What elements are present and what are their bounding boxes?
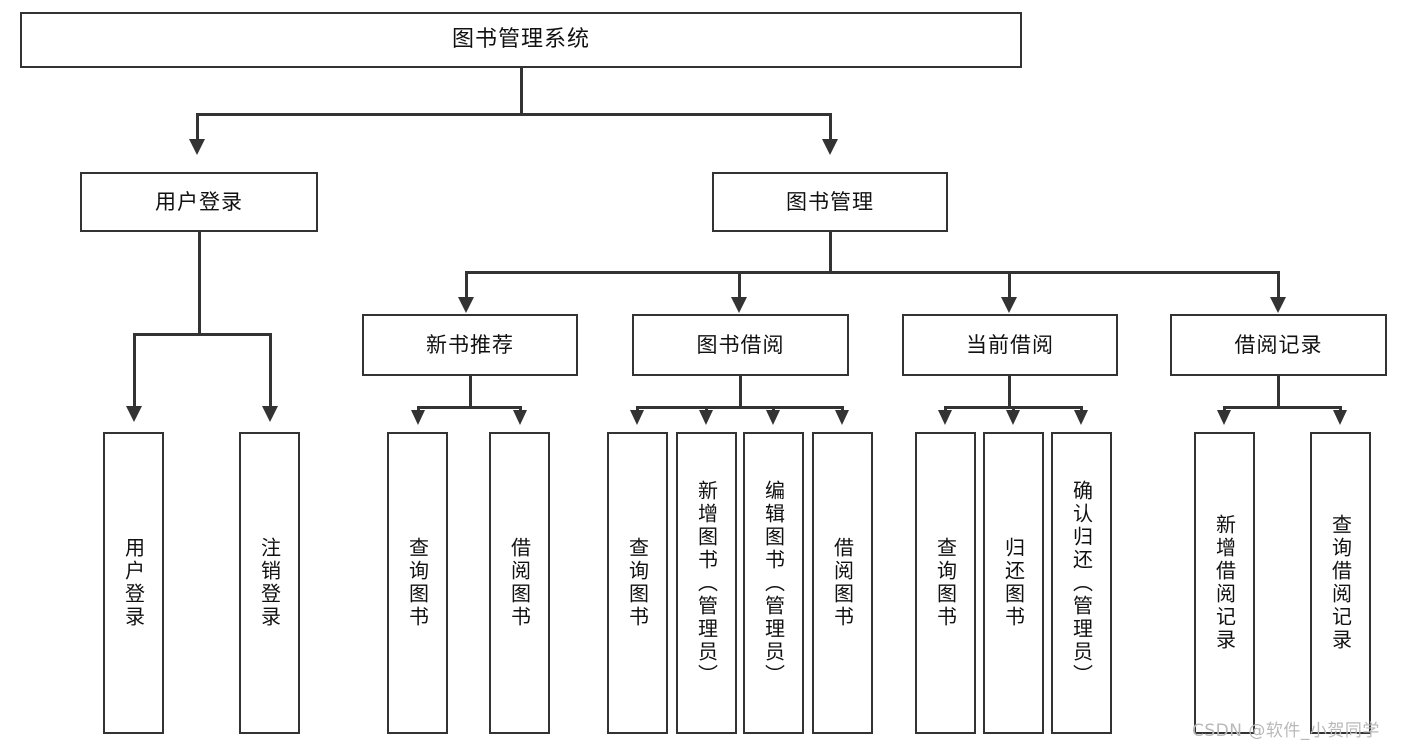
- leaf-borrow-book-1[interactable]: 借阅图书: [489, 432, 550, 734]
- leaf-user-login[interactable]: 用户登录: [103, 432, 164, 734]
- arrow-to-user-login: [189, 139, 205, 155]
- arrow-to-book-borrow: [731, 297, 747, 313]
- node-label: 用户登录: [155, 189, 243, 214]
- leaf-query-book-2[interactable]: 查询图书: [607, 432, 668, 734]
- connector-to-new-book-recommend: [465, 271, 468, 299]
- node-label: 当前借阅: [966, 332, 1054, 357]
- watermark-text: CSDN @软件_小贺同学: [1192, 721, 1380, 741]
- connector-book-borrow-bar: [636, 406, 844, 409]
- leaf-label: 用户登录: [121, 537, 146, 629]
- arrow-to-current-borrow: [1001, 297, 1017, 313]
- node-user-login[interactable]: 用户登录: [80, 172, 318, 232]
- arrow-to-book-manage: [822, 139, 838, 155]
- leaf-label: 查询图书: [405, 537, 430, 629]
- connector-to-book-manage: [829, 113, 832, 141]
- connector-new-book-bar: [417, 406, 521, 409]
- connector-to-borrow-record: [1277, 271, 1280, 299]
- leaf-logout-login[interactable]: 注销登录: [239, 432, 300, 734]
- csdn-watermark: CSDN @软件_小贺同学: [1192, 716, 1380, 741]
- leaf-label: 注销登录: [257, 537, 282, 629]
- leaf-add-record[interactable]: 新增借阅记录: [1194, 432, 1255, 734]
- leaf-query-book-1[interactable]: 查询图书: [387, 432, 448, 734]
- leaf-confirm-return[interactable]: 确认归还（管理员）: [1051, 432, 1112, 734]
- connector-current-borrow-stem: [1008, 376, 1011, 408]
- leaf-label: 确认归还（管理员）: [1069, 479, 1094, 687]
- leaf-label: 编辑图书（管理员）: [761, 479, 786, 687]
- leaf-label: 借阅图书: [830, 537, 855, 629]
- connector-root-stem: [520, 68, 523, 115]
- node-label: 图书管理: [786, 189, 874, 214]
- node-new-book-recommend[interactable]: 新书推荐: [362, 314, 578, 376]
- node-label: 图书管理系统: [451, 27, 590, 53]
- connector-user-login-stem: [198, 232, 201, 335]
- node-current-borrow[interactable]: 当前借阅: [902, 314, 1118, 376]
- arrow-leaf-confirm-return: [1074, 410, 1088, 425]
- leaf-add-book[interactable]: 新增图书（管理员）: [676, 432, 737, 734]
- arrow-to-new-book-recommend: [458, 297, 474, 313]
- connector-borrow-record-bar: [1223, 406, 1341, 409]
- connector-book-borrow-stem: [739, 376, 742, 408]
- node-book-manage[interactable]: 图书管理: [712, 172, 948, 232]
- arrow-leaf-edit-book: [766, 410, 780, 425]
- connector-user-login-leg-2: [269, 333, 272, 408]
- leaf-return-book[interactable]: 归还图书: [983, 432, 1044, 734]
- arrow-leaf-add-record: [1217, 410, 1231, 425]
- connector-new-book-stem: [469, 376, 472, 408]
- arrow-leaf-query-book-3: [938, 410, 952, 425]
- connector-to-book-borrow: [738, 271, 741, 299]
- leaf-label: 查询图书: [933, 537, 958, 629]
- connector-borrow-record-stem: [1277, 376, 1280, 408]
- connector-to-user-login: [196, 113, 199, 141]
- arrow-leaf-query-book-2: [630, 410, 644, 425]
- leaf-label: 归还图书: [1001, 537, 1026, 629]
- connector-book-manage-stem: [829, 232, 832, 274]
- leaf-label: 新增借阅记录: [1212, 514, 1237, 652]
- arrow-leaf-borrow-book-1: [513, 410, 527, 425]
- node-label: 图书借阅: [696, 332, 785, 357]
- connector-level3-bar: [465, 271, 1280, 274]
- node-label: 新书推荐: [426, 332, 514, 357]
- leaf-borrow-book-2[interactable]: 借阅图书: [812, 432, 873, 734]
- arrow-leaf-logout-login: [262, 406, 278, 422]
- connector-level2-bar: [196, 113, 832, 116]
- leaf-query-book-3[interactable]: 查询图书: [915, 432, 976, 734]
- leaf-query-record[interactable]: 查询借阅记录: [1310, 432, 1371, 734]
- node-root-system[interactable]: 图书管理系统: [20, 12, 1022, 68]
- arrow-leaf-user-login: [126, 406, 142, 422]
- leaf-edit-book[interactable]: 编辑图书（管理员）: [743, 432, 804, 734]
- leaf-label: 查询借阅记录: [1328, 514, 1353, 652]
- arrow-leaf-query-book-1: [411, 410, 425, 425]
- connector-to-current-borrow: [1008, 271, 1011, 299]
- arrow-leaf-query-record: [1333, 410, 1347, 425]
- arrow-to-borrow-record: [1270, 297, 1286, 313]
- node-borrow-record[interactable]: 借阅记录: [1170, 314, 1387, 376]
- arrow-leaf-borrow-book-2: [835, 410, 849, 425]
- arrow-leaf-return-book: [1006, 410, 1020, 425]
- leaf-label: 借阅图书: [507, 537, 532, 629]
- leaf-label: 查询图书: [625, 537, 650, 629]
- arrow-leaf-add-book: [699, 410, 713, 425]
- connector-user-login-leg-1: [133, 333, 136, 408]
- leaf-label: 新增图书（管理员）: [694, 479, 719, 687]
- node-book-borrow[interactable]: 图书借阅: [632, 314, 849, 376]
- connector-user-login-bar: [133, 333, 271, 336]
- node-label: 借阅记录: [1234, 332, 1323, 357]
